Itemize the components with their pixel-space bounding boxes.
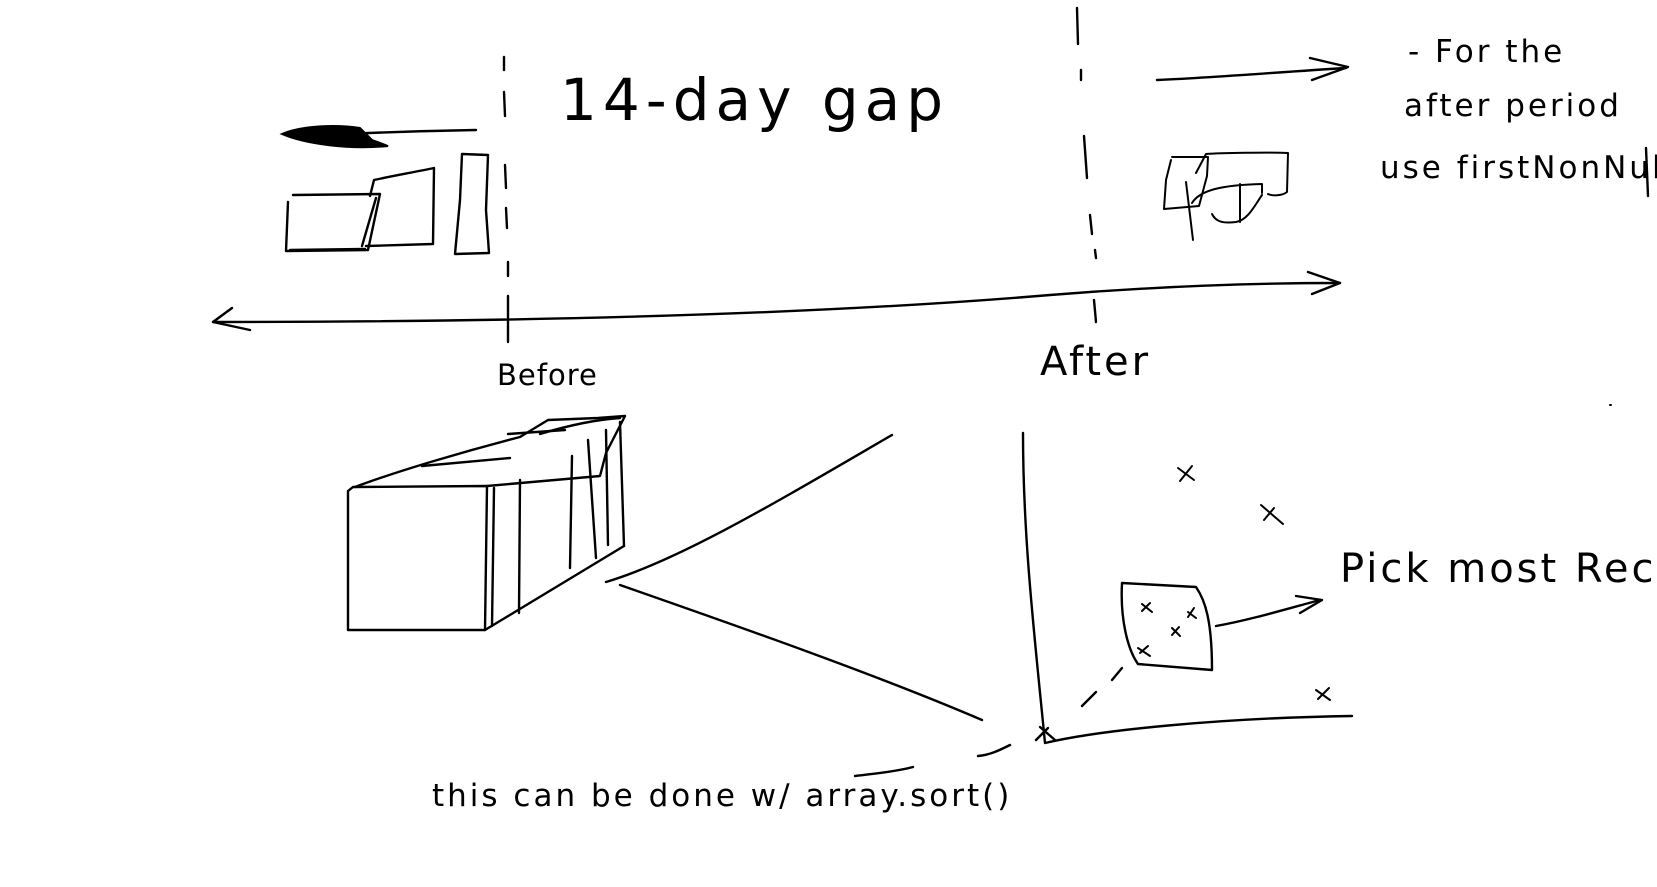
after-label: After xyxy=(1040,339,1151,385)
note-line-1: - For the xyxy=(1408,34,1565,70)
after-divider xyxy=(1075,6,1098,324)
after-card-glyph xyxy=(1163,151,1289,241)
gap-label: 14-day gap xyxy=(560,66,949,134)
before-divider xyxy=(502,55,510,344)
pick-arrow xyxy=(1214,594,1324,628)
scatter-plot xyxy=(1021,431,1354,745)
sort-note: this can be done w/ array.sort() xyxy=(432,778,1012,814)
scatter-points xyxy=(1177,465,1331,701)
timeline-axis xyxy=(211,270,1342,332)
dashed-leader xyxy=(853,666,1124,778)
selected-recent-points-box xyxy=(1120,581,1214,672)
pick-label: Pick most Recent. xyxy=(1340,546,1657,592)
left-arrow xyxy=(279,125,478,149)
right-arrow xyxy=(1155,56,1350,82)
note-edge-stroke xyxy=(1644,146,1650,198)
before-cards xyxy=(284,152,491,256)
data-bucket-box xyxy=(346,414,627,632)
before-label: Before xyxy=(497,358,598,392)
note-line-3: use firstNonNull xyxy=(1380,150,1657,186)
zoom-lines xyxy=(604,433,984,722)
note-line-2: after period xyxy=(1404,88,1622,124)
